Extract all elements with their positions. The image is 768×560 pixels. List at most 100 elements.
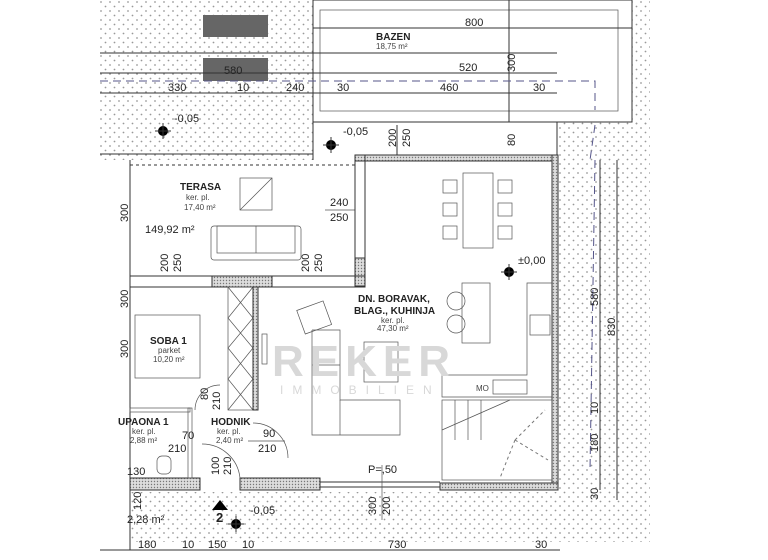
dim-240: 240 bbox=[330, 197, 348, 209]
dim-250: 250 bbox=[401, 129, 413, 147]
dim-180: 180 bbox=[138, 539, 156, 551]
dim-10: 10 bbox=[589, 402, 601, 414]
dim-30: 30 bbox=[533, 82, 545, 94]
room-area-kupaona: 2,88 m² bbox=[130, 436, 157, 445]
sofa-icon bbox=[210, 225, 302, 261]
room-floor-terasa: ker. pl. bbox=[186, 193, 210, 202]
toilet-icon bbox=[156, 455, 172, 475]
room-floor-hodnik: ker. pl. bbox=[217, 427, 241, 436]
dim-300: 300 bbox=[119, 204, 131, 222]
kitchen-island-icon bbox=[446, 282, 491, 344]
dim-580: 580 bbox=[224, 65, 242, 77]
room-floor-soba: parket bbox=[158, 346, 181, 355]
dim-580: 580 bbox=[589, 288, 601, 306]
level-marker-icon bbox=[501, 264, 517, 280]
level-outside: -0,05 bbox=[174, 113, 199, 125]
kitchen-counter: MO bbox=[441, 282, 552, 398]
dim-830: 830 bbox=[606, 318, 618, 336]
section-marker: 2 bbox=[216, 510, 223, 525]
dim-150: 150 bbox=[208, 539, 226, 551]
parapet-height: P=,50 bbox=[368, 464, 397, 476]
dim-210: 210 bbox=[258, 443, 276, 455]
sink-icon bbox=[492, 379, 528, 395]
dim-210: 210 bbox=[222, 457, 234, 475]
room-area-living: 47,30 m² bbox=[377, 324, 409, 333]
planter-block bbox=[203, 15, 268, 37]
cooktop-icon bbox=[529, 314, 551, 336]
dim-70: 70 bbox=[182, 430, 194, 442]
total-area: 149,92 m² bbox=[145, 224, 195, 236]
room-name-soba: SOBA 1 bbox=[150, 336, 187, 347]
dim-30: 30 bbox=[589, 488, 601, 500]
room-name-terasa: TERASA bbox=[180, 182, 221, 193]
room-name-living: DN. BORAVAK, bbox=[358, 294, 430, 305]
dim-10: 10 bbox=[237, 82, 249, 94]
dim-460: 460 bbox=[440, 82, 458, 94]
dim-200: 200 bbox=[381, 497, 393, 515]
room-area-terasa: 17,40 m² bbox=[184, 203, 216, 212]
garden-area-top-right bbox=[632, 0, 650, 125]
dim-250: 250 bbox=[313, 254, 325, 272]
room-area-soba: 10,20 m² bbox=[153, 355, 185, 364]
outside-area: 2,28 m² bbox=[127, 514, 165, 526]
dim-180: 180 bbox=[589, 434, 601, 452]
dim-80: 80 bbox=[506, 134, 518, 146]
level-outside: -0,05 bbox=[250, 505, 275, 517]
walls bbox=[129, 154, 559, 491]
dim-250: 250 bbox=[172, 254, 184, 272]
watermark-logo-sub: IMMOBILIEN bbox=[280, 383, 441, 397]
level-outside: -0,05 bbox=[343, 126, 368, 138]
dim-90: 90 bbox=[263, 428, 275, 440]
staircase-icon bbox=[441, 399, 553, 481]
watermark-logo: REKER bbox=[272, 337, 456, 386]
dim-120: 120 bbox=[132, 492, 144, 510]
sofa-corner-icon bbox=[311, 329, 401, 436]
dim-10: 10 bbox=[242, 539, 254, 551]
room-floor-kupaona: ker. pl. bbox=[132, 427, 156, 436]
dim-80: 80 bbox=[199, 388, 211, 400]
dim-250: 250 bbox=[330, 212, 348, 224]
dim-200: 200 bbox=[387, 129, 399, 147]
dim-30: 30 bbox=[535, 539, 547, 551]
dim-300: 300 bbox=[119, 290, 131, 308]
room-name-bazen: BAZEN bbox=[376, 32, 410, 43]
level-marker-icon bbox=[323, 137, 339, 153]
planter-block bbox=[203, 58, 268, 81]
room-name-living-2: BLAG., KUHINJA bbox=[354, 306, 435, 317]
pool-deck bbox=[313, 122, 557, 157]
dim-200: 200 bbox=[159, 254, 171, 272]
level-marker-icon bbox=[155, 123, 171, 139]
dim-10: 10 bbox=[182, 539, 194, 551]
room-area-bazen: 18,75 m² bbox=[376, 42, 408, 51]
dim-pool-length: 800 bbox=[465, 17, 483, 29]
room-name-hodnik: HODNIK bbox=[211, 417, 251, 428]
garden-area-bottom bbox=[130, 492, 650, 542]
section-arrow-icon bbox=[212, 500, 228, 510]
level-ground: ±0,00 bbox=[518, 255, 545, 267]
dim-30: 30 bbox=[337, 82, 349, 94]
dim-pool-width: 300 bbox=[506, 54, 518, 72]
dim-240: 240 bbox=[286, 82, 304, 94]
room-name-kupaona: UPAONA 1 bbox=[118, 417, 169, 428]
garden-area-right bbox=[558, 120, 650, 492]
room-floor-living: ker. pl. bbox=[381, 316, 405, 325]
level-marker-icon bbox=[228, 516, 244, 532]
dim-330: 330 bbox=[168, 82, 186, 94]
pool-basin bbox=[319, 9, 619, 112]
armchair-icon bbox=[296, 300, 333, 335]
dim-300: 300 bbox=[367, 497, 379, 515]
dim-130: 130 bbox=[127, 466, 145, 478]
dim-520: 520 bbox=[459, 62, 477, 74]
wardrobe bbox=[227, 286, 254, 411]
dim-300: 300 bbox=[119, 340, 131, 358]
dim-210: 210 bbox=[211, 392, 223, 410]
dim-730: 730 bbox=[388, 539, 406, 551]
appliance-label: MO bbox=[476, 384, 489, 393]
bed bbox=[134, 314, 201, 379]
room-area-hodnik: 2,40 m² bbox=[216, 436, 243, 445]
table-icon bbox=[239, 177, 273, 211]
dim-100: 100 bbox=[210, 457, 222, 475]
dim-200: 200 bbox=[300, 254, 312, 272]
dining-table-icon bbox=[442, 172, 513, 249]
